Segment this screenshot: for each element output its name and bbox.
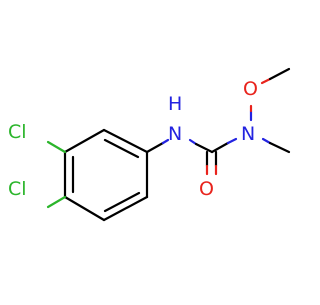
o-methyl-bond-red <box>260 77 272 85</box>
ring-bond <box>102 195 149 222</box>
nh-n-label: N <box>168 123 182 145</box>
c-cl-upper-bond <box>46 140 67 154</box>
benzene-ring <box>63 128 149 222</box>
nh-h-label: H <box>168 93 182 115</box>
cl-lower-label: Cl <box>8 178 27 200</box>
structure-diagram: Cl Cl H N O N O <box>8 67 291 222</box>
nh-c-bond <box>194 142 214 154</box>
ring-double-bond <box>103 191 141 213</box>
n-methoxy-label: N <box>241 123 255 145</box>
ring-n-bond <box>145 141 165 154</box>
c-n-bond <box>210 141 230 154</box>
ring-bond <box>63 195 106 222</box>
ring-bond <box>63 128 106 154</box>
nh-c-bond-blue <box>188 138 198 146</box>
ring-n-bond-blue <box>161 138 170 145</box>
cl-upper-label: Cl <box>8 121 27 143</box>
molecule-canvas: Cl Cl H N O N O <box>8 67 291 222</box>
ring-double-bond <box>103 138 140 159</box>
ring-bond <box>102 128 149 154</box>
carbonyl-o-label: O <box>199 178 214 200</box>
methoxy-o-label: O <box>243 78 258 100</box>
c-cl-lower-bond <box>46 195 67 209</box>
o-methyl-bond <box>268 67 291 81</box>
n-methyl-bond <box>268 141 291 154</box>
c-n-bond-blue <box>226 137 238 145</box>
n-methyl-bond-blue <box>261 137 272 145</box>
